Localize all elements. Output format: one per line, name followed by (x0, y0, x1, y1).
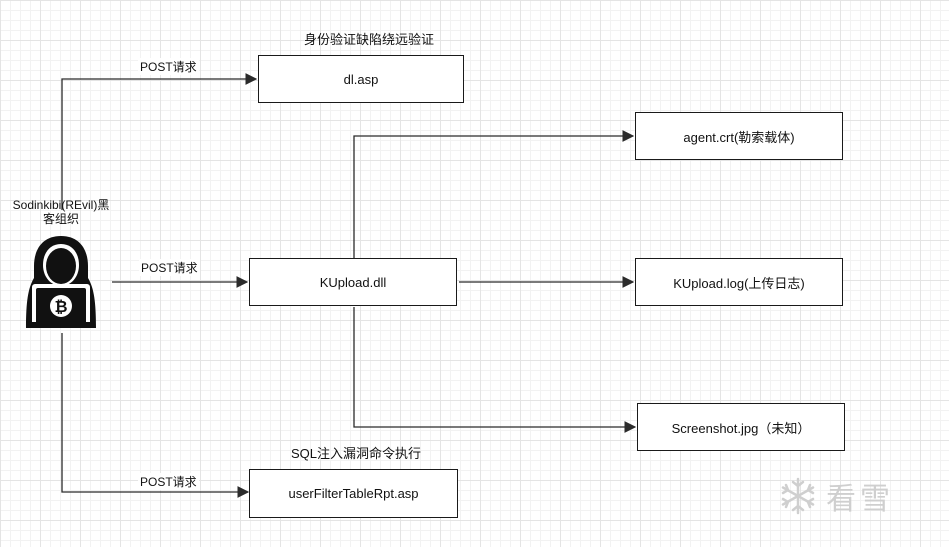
node-user-filter-table-rpt[interactable]: userFilterTableRpt.asp (249, 469, 458, 518)
node-screenshot-jpg-label: Screenshot.jpg（未知） (671, 420, 811, 436)
edge-label-to-dl: POST请求 (138, 58, 199, 75)
node-dl-asp-label: dl.asp (343, 71, 379, 87)
node-dl-asp[interactable]: dl.asp (258, 55, 464, 103)
caption-user-filter: SQL注入漏洞命令执行 (291, 446, 422, 461)
node-user-filter-table-rpt-label: userFilterTableRpt.asp (288, 486, 419, 501)
node-agent-crt-label: agent.crt(勒索载体) (683, 129, 795, 145)
actor-name-line1: Sodinkibi(REvil)黑 (12, 198, 110, 212)
node-kupload-dll-label: KUpload.dll (319, 274, 387, 290)
edge-label-to-user-filter: POST请求 (138, 473, 199, 490)
snowflake-icon (781, 477, 815, 515)
node-kupload-log-label: KUpload.log(上传日志) (673, 275, 805, 291)
edge-kupload-to-agent-crt (353, 130, 635, 258)
edge-label-to-kupload: POST请求 (139, 259, 200, 276)
caption-dl: 身份验证缺陷绕远验证 (304, 32, 435, 47)
watermark-text: 看雪 (826, 482, 894, 517)
edge-kupload-to-screenshot (353, 307, 637, 433)
edge-actor-to-dl (61, 73, 258, 210)
node-agent-crt[interactable]: agent.crt(勒索载体) (635, 112, 843, 160)
svg-text:₿: ₿ (54, 297, 67, 316)
watermark: 看雪 (778, 474, 894, 518)
actor-name-line2: 客组织 (42, 212, 79, 226)
actor-name: Sodinkibi(REvil)黑 客组织 (0, 198, 122, 226)
edge-actor-to-user-filter (61, 333, 250, 498)
node-screenshot-jpg[interactable]: Screenshot.jpg（未知） (637, 403, 845, 451)
node-kupload-log[interactable]: KUpload.log(上传日志) (635, 258, 843, 306)
node-kupload-dll[interactable]: KUpload.dll (249, 258, 457, 306)
hacker-bitcoin-icon: ₿ (26, 236, 96, 328)
